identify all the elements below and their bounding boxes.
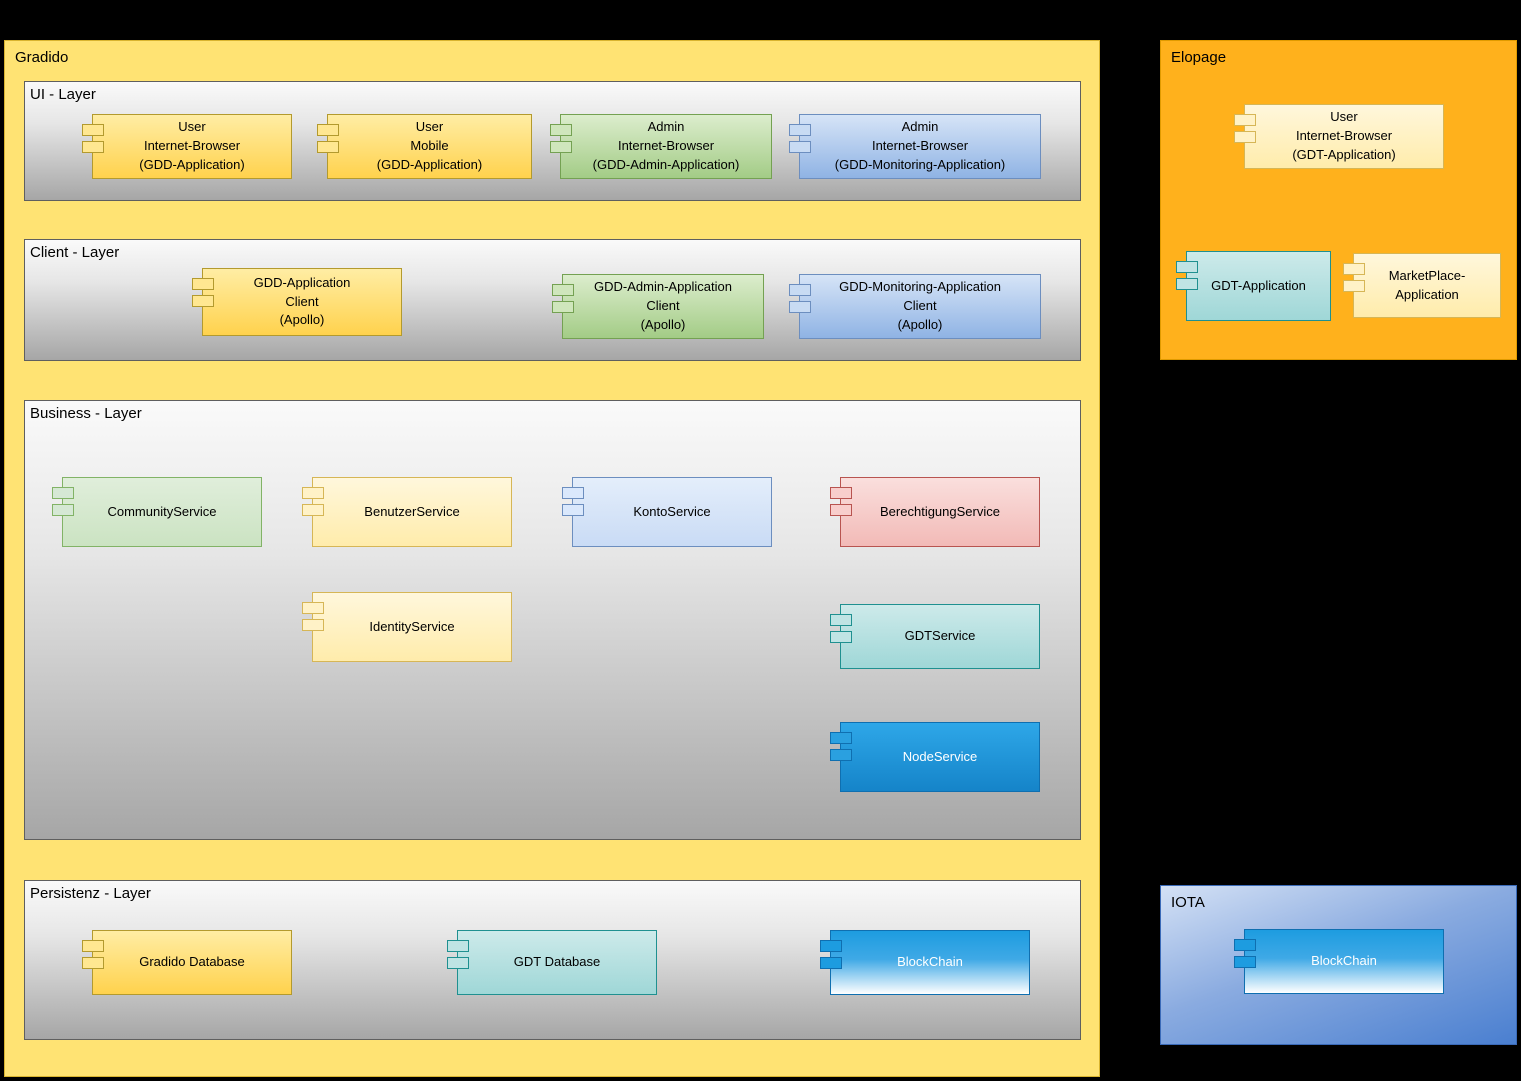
component-tab-icon [552, 301, 574, 313]
component-node-service[interactable]: NodeService [830, 722, 1040, 792]
component-tab-icon [1176, 261, 1198, 273]
client-layer[interactable]: Client - Layer GDD-Application Client (A… [24, 239, 1081, 361]
component-user-internet-browser-gdt[interactable]: User Internet-Browser (GDT-Application) [1234, 104, 1444, 169]
persistenz-layer-title: Persistenz - Layer [30, 885, 151, 902]
component-tab-icon [302, 602, 324, 614]
component-tab-icon [789, 301, 811, 313]
component-tab-icon [562, 487, 584, 499]
component-tab-icon [1343, 263, 1365, 275]
component-tab-icon [1176, 278, 1198, 290]
component-tab-icon [447, 957, 469, 969]
component-tab-icon [830, 504, 852, 516]
component-label: BerechtigungService [880, 503, 1000, 519]
component-tab-icon [820, 940, 842, 952]
component-label: GDTService [904, 628, 976, 644]
component-tab-icon [1234, 131, 1256, 143]
component-label: User Internet-Browser (GDT-Application) [1292, 109, 1396, 162]
iota-container[interactable]: IOTA BlockChain [1160, 885, 1517, 1045]
component-tab-icon [317, 141, 339, 153]
component-blockchain-persistenz[interactable]: BlockChain [820, 930, 1030, 995]
component-tab-icon [1234, 956, 1256, 968]
component-gdd-monitoring-application-client[interactable]: GDD-Monitoring-Application Client (Apoll… [789, 274, 1041, 339]
elopage-title: Elopage [1171, 49, 1227, 66]
ui-layer-title: UI - Layer [30, 86, 96, 103]
component-tab-icon [82, 141, 104, 153]
component-community-service[interactable]: CommunityService [52, 477, 262, 547]
component-label: BenutzerService [364, 503, 460, 519]
component-tab-icon [1343, 280, 1365, 292]
component-label: IdentityService [369, 618, 455, 634]
component-tab-icon [830, 614, 852, 626]
component-tab-icon [1234, 939, 1256, 951]
component-gdd-application-client[interactable]: GDD-Application Client (Apollo) [192, 268, 402, 336]
component-label: NodeService [902, 748, 978, 764]
component-label: GDT Database [513, 954, 601, 970]
component-tab-icon [550, 141, 572, 153]
component-gdt-application[interactable]: GDT-Application [1176, 251, 1331, 321]
component-gdt-service[interactable]: GDTService [830, 604, 1040, 669]
component-tab-icon [830, 749, 852, 761]
component-label: KontoService [633, 503, 711, 519]
component-tab-icon [830, 631, 852, 643]
component-user-internet-browser-gdd[interactable]: User Internet-Browser (GDD-Application) [82, 114, 292, 179]
component-label: User Internet-Browser (GDD-Application) [139, 119, 245, 172]
component-tab-icon [830, 732, 852, 744]
component-gradido-database[interactable]: Gradido Database [82, 930, 292, 995]
component-marketplace-application[interactable]: MarketPlace- Application [1343, 253, 1501, 318]
component-label: Admin Internet-Browser (GDD-Admin-Applic… [592, 119, 740, 172]
component-admin-internet-browser-gdd-admin[interactable]: Admin Internet-Browser (GDD-Admin-Applic… [550, 114, 772, 179]
component-tab-icon [550, 124, 572, 136]
component-admin-internet-browser-gdd-monitoring[interactable]: Admin Internet-Browser (GDD-Monitoring-A… [789, 114, 1041, 179]
component-benutzer-service[interactable]: BenutzerService [302, 477, 512, 547]
component-tab-icon [552, 284, 574, 296]
component-label: User Mobile (GDD-Application) [376, 119, 483, 172]
ui-layer[interactable]: UI - Layer User Internet-Browser (GDD-Ap… [24, 81, 1081, 201]
component-tab-icon [789, 141, 811, 153]
component-gdt-database[interactable]: GDT Database [447, 930, 657, 995]
component-label: CommunityService [107, 503, 217, 519]
component-label: GDD-Application Client (Apollo) [253, 274, 351, 328]
component-blockchain-iota[interactable]: BlockChain [1234, 929, 1444, 994]
iota-title: IOTA [1171, 894, 1205, 911]
component-gdd-admin-application-client[interactable]: GDD-Admin-Application Client (Apollo) [552, 274, 764, 339]
business-layer[interactable]: Business - Layer CommunityService Benutz… [24, 400, 1081, 840]
client-layer-title: Client - Layer [30, 244, 120, 261]
component-tab-icon [302, 504, 324, 516]
component-identity-service[interactable]: IdentityService [302, 592, 512, 662]
persistenz-layer[interactable]: Persistenz - Layer Gradido Database GDT … [24, 880, 1081, 1040]
component-tab-icon [82, 124, 104, 136]
component-tab-icon [82, 957, 104, 969]
component-berechtigung-service[interactable]: BerechtigungService [830, 477, 1040, 547]
gradido-container[interactable]: Gradido UI - Layer User Internet-Browser… [4, 40, 1100, 1077]
component-tab-icon [52, 504, 74, 516]
component-label: GDT-Application [1211, 277, 1306, 293]
component-konto-service[interactable]: KontoService [562, 477, 772, 547]
component-label: Gradido Database [139, 954, 245, 970]
component-tab-icon [52, 487, 74, 499]
component-tab-icon [302, 487, 324, 499]
component-tab-icon [830, 487, 852, 499]
component-tab-icon [192, 295, 214, 307]
business-layer-title: Business - Layer [30, 405, 142, 422]
component-tab-icon [82, 940, 104, 952]
component-user-mobile-gdd[interactable]: User Mobile (GDD-Application) [317, 114, 532, 179]
component-tab-icon [192, 278, 214, 290]
component-label: GDD-Monitoring-Application Client (Apoll… [839, 279, 1001, 332]
gradido-title: Gradido [15, 49, 69, 66]
component-tab-icon [820, 957, 842, 969]
component-label: MarketPlace- Application [1388, 267, 1466, 302]
component-label: BlockChain [897, 954, 963, 970]
component-tab-icon [447, 940, 469, 952]
component-label: Admin Internet-Browser (GDD-Monitoring-A… [834, 119, 1006, 172]
component-tab-icon [789, 284, 811, 296]
component-label: GDD-Admin-Application Client (Apollo) [594, 279, 732, 332]
component-tab-icon [789, 124, 811, 136]
component-tab-icon [317, 124, 339, 136]
elopage-container[interactable]: Elopage User Internet-Browser (GDT-Appli… [1160, 40, 1517, 360]
component-label: BlockChain [1311, 953, 1377, 969]
component-tab-icon [562, 504, 584, 516]
component-tab-icon [1234, 114, 1256, 126]
component-tab-icon [302, 619, 324, 631]
